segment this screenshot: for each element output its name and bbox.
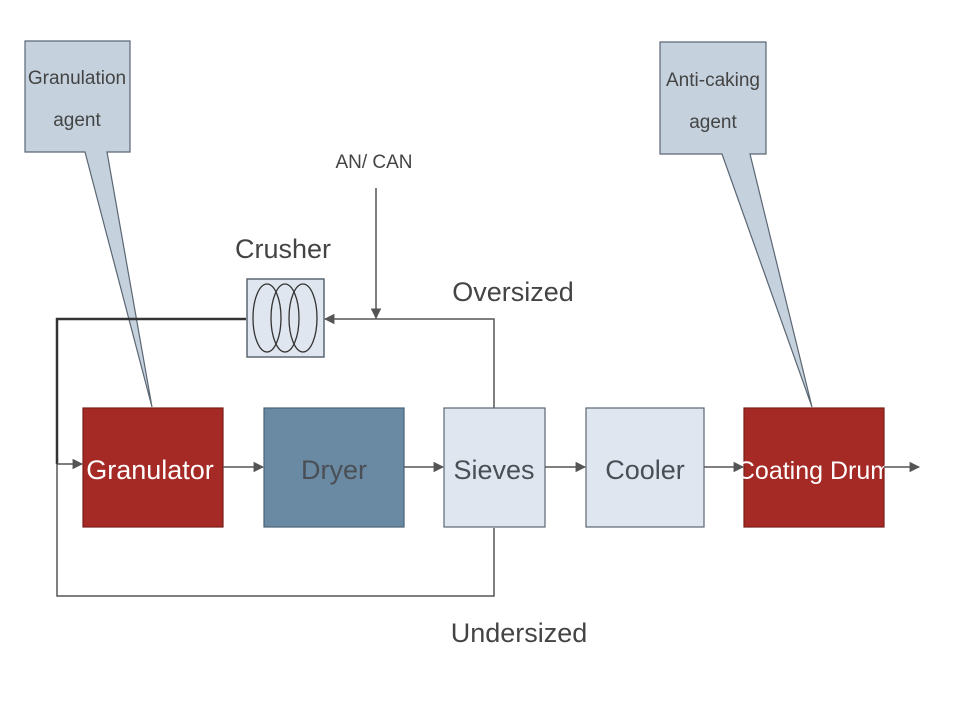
crusher-roller-3: [288, 283, 318, 353]
crusher-roller-2: [270, 283, 300, 353]
granulation-agent-callout-shape: [24, 40, 153, 408]
granulation-agent-label-line1: Granulation: [28, 68, 126, 89]
granulator-label: Granulator: [86, 455, 214, 485]
crusher-roller-1: [252, 283, 282, 353]
oversized-label: Oversized: [452, 277, 574, 307]
coating-drum-label: Coating Drum: [737, 457, 891, 485]
sieves-label: Sieves: [453, 455, 534, 485]
crusher-unit: [246, 278, 325, 358]
an-can-label: AN/ CAN: [335, 152, 412, 173]
dryer-box: [263, 407, 405, 528]
granulation-agent-label-line2: agent: [53, 110, 101, 131]
cooler-node: Cooler: [585, 407, 705, 528]
undersized-recycle-line: [56, 464, 495, 597]
coating-drum-node: Coating Drum: [737, 407, 891, 528]
coating-drum-box: [743, 407, 885, 528]
anti-caking-agent-callout: Anti-caking agent: [659, 41, 813, 408]
crusher-label: Crusher: [235, 234, 331, 264]
granulator-box: [82, 407, 224, 528]
granulation-agent-callout: Granulation agent: [24, 40, 153, 408]
anti-caking-agent-label-line1: Anti-caking: [666, 70, 760, 91]
dryer-label: Dryer: [301, 455, 367, 485]
undersized-label: Undersized: [451, 618, 588, 648]
cooler-label: Cooler: [605, 455, 685, 485]
sieves-node: Sieves: [443, 407, 546, 528]
crusher-return-line: [55, 317, 246, 464]
anti-caking-agent-label-line2: agent: [689, 112, 737, 133]
granulator-node: Granulator: [82, 407, 224, 528]
anti-caking-agent-callout-shape: [659, 41, 813, 408]
dryer-node: Dryer: [263, 407, 405, 528]
oversized-recycle-arrow: [323, 313, 495, 408]
